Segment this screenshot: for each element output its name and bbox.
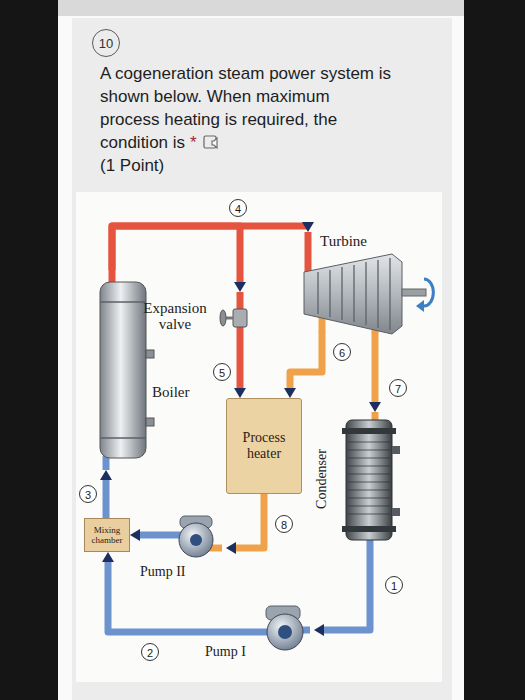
component-label: Expansion valve: [130, 300, 220, 332]
pipe-line: [103, 479, 110, 518]
steam-stub: [305, 232, 312, 274]
callout-number: 4: [235, 203, 241, 215]
coolant-nozzle: [392, 508, 400, 516]
valve-stem: [226, 317, 233, 320]
boiler-nozzle: [146, 350, 154, 358]
rotation-arrowhead: [416, 300, 424, 312]
question-number: 10: [99, 36, 113, 51]
turbine-blades: [318, 258, 390, 330]
component-label: Process heater: [230, 430, 298, 462]
pump-casing: [267, 614, 303, 650]
callout-circle: 8: [275, 515, 293, 533]
pump-eye: [278, 625, 292, 639]
pipe-line: [323, 546, 370, 630]
vessel-band: [100, 301, 146, 303]
callout-circle: 3: [79, 485, 97, 503]
component-label: Mixing chamber: [86, 525, 128, 545]
flow-arrowhead: [284, 388, 296, 398]
flow-arrowhead: [314, 624, 324, 636]
callout-number: 2: [147, 647, 153, 659]
component-label: Pump II: [140, 564, 226, 580]
condenser-flange: [342, 526, 396, 532]
pump-casing: [179, 523, 213, 557]
pump-outlet: [140, 532, 184, 539]
valve-handwheel: [220, 310, 226, 326]
callout-number: 6: [339, 347, 345, 359]
pump-eye: [190, 534, 202, 546]
icon-speaker: [212, 138, 217, 148]
flow-arrowhead: [234, 282, 246, 292]
coolant-nozzle: [392, 446, 400, 454]
icon-frame: [204, 136, 216, 148]
pump-outlet: [198, 629, 272, 636]
pipe-line: [372, 332, 379, 403]
callout-number: 3: [85, 489, 91, 501]
pump-node: Pump II: [140, 518, 226, 584]
component-label: Boiler: [152, 384, 204, 401]
boiler-nozzle: [146, 418, 154, 426]
pump-node: Pump I: [198, 608, 314, 666]
flow-arrowhead: [102, 552, 114, 562]
callout-number: 5: [219, 367, 225, 379]
pipe-line: [235, 494, 264, 548]
pipe-connector: [369, 332, 381, 412]
turbine-casing: [304, 254, 402, 334]
flow-arrowhead: [302, 222, 314, 232]
callout-number: 8: [281, 519, 287, 531]
question-number-badge: 10: [92, 29, 120, 57]
callout-circle: 2: [141, 643, 159, 661]
callout-circle: 6: [333, 343, 351, 361]
points-note: (1 Point): [100, 154, 392, 177]
pipe-connector: [226, 494, 264, 554]
vessel-band: [100, 437, 146, 439]
flow-arrowhead: [100, 470, 112, 480]
pipe-line: [237, 342, 244, 389]
flow-arrowhead: [130, 529, 140, 541]
condenser-shell: [346, 420, 392, 540]
condenser-node: Condenser: [306, 412, 396, 546]
condenser-flange: [342, 428, 396, 434]
rotation-arrow: [424, 279, 433, 306]
boiler-vessel: [100, 282, 146, 458]
callout-circle: 4: [229, 199, 247, 217]
required-mark: *: [190, 133, 197, 152]
process-heater-box: Process heater: [226, 398, 302, 494]
condenser-tubes: [348, 442, 390, 514]
pipe-connector: [284, 332, 322, 398]
turbine-shaft: [402, 289, 426, 296]
turbine-node: Turbine: [300, 232, 414, 332]
flow-arrowhead: [226, 542, 236, 554]
component-label: Condenser: [314, 429, 330, 529]
callout-number: 1: [391, 580, 397, 592]
component-label: Turbine: [320, 233, 414, 250]
callout-circle: 1: [385, 576, 403, 594]
mixing-chamber-box: Mixing chamber: [84, 518, 130, 552]
callout-number: 7: [395, 383, 401, 395]
pipe-line: [112, 226, 308, 270]
pipe-line: [290, 332, 322, 389]
valve-node: Expansion valve: [130, 292, 250, 342]
flow-arrowhead: [234, 388, 246, 398]
callout-circle: 5: [213, 363, 231, 381]
question-block: A cogeneration steam power system is sho…: [100, 62, 392, 177]
component-label: Pump I: [205, 644, 314, 660]
pipe-connector: [130, 529, 140, 541]
pipe-connector: [234, 342, 246, 398]
pipe-line: [112, 226, 240, 283]
flow-arrowhead: [369, 402, 381, 412]
callout-circle: 7: [389, 379, 407, 397]
pipe-connector: [314, 546, 370, 636]
question-text: A cogeneration steam power system is sho…: [100, 64, 391, 152]
immersive-reader-icon: [203, 135, 220, 150]
pipe-connector: [100, 470, 112, 518]
valve-body: [233, 309, 247, 327]
status-bar: [58, 0, 464, 16]
